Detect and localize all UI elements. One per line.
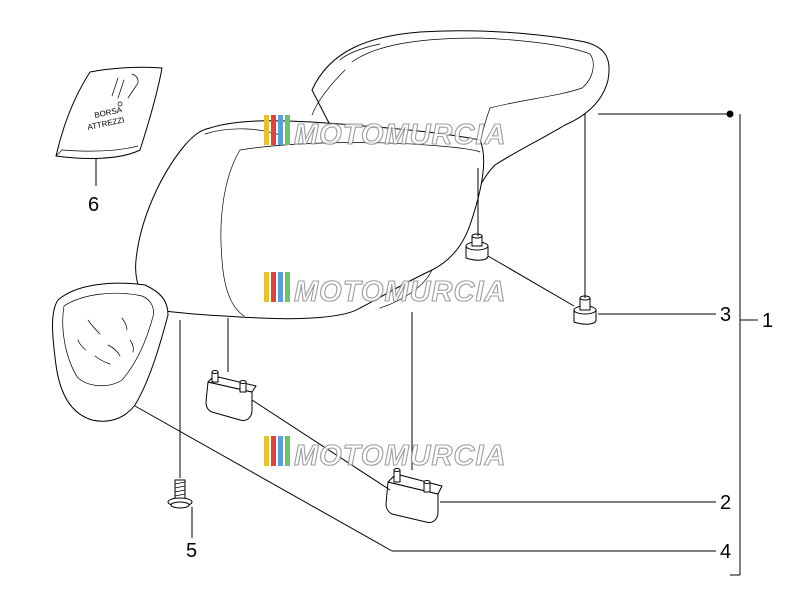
watermark-logo-stripe (285, 436, 290, 466)
watermark-logo-stripe (264, 272, 269, 302)
watermark-logo-stripe (285, 115, 290, 145)
watermark-logo-stripe (264, 115, 269, 145)
seat-assembly (135, 30, 610, 320)
seat-tray-inner-rim (62, 292, 154, 387)
watermark-logo-stripe (278, 272, 283, 302)
front-seat-side-seam (220, 149, 245, 317)
watermark-logo-stripe (285, 272, 290, 302)
watermark-text: MOTOMURCIA (294, 119, 506, 151)
rear-seat-top-seam (351, 37, 594, 109)
watermark-logo-stripe (271, 436, 276, 466)
watermark-text: MOTOMURCIA (294, 276, 506, 308)
assembly-lines (95, 114, 586, 491)
watermark-logo-stripe (278, 436, 283, 466)
seat-tray-body (52, 282, 169, 422)
callout-2: 2 (720, 492, 731, 514)
bracket-dot (726, 110, 734, 118)
callout-labels: 1 3 2 4 5 6 (88, 194, 773, 563)
callout-5: 5 (186, 540, 197, 562)
rubber-buffer-lower (573, 295, 597, 325)
watermark-logo-stripe (278, 115, 283, 145)
watermark-logo-stripe (271, 115, 276, 145)
rubber-buffer-upper (465, 233, 489, 261)
callout-leaders (134, 110, 758, 576)
callout-1: 1 (762, 310, 773, 332)
watermark-text: MOTOMURCIA (294, 440, 506, 472)
seat-tray (52, 282, 169, 422)
watermark-top: MOTOMURCIA (264, 115, 506, 152)
brand-mark-icon (117, 101, 123, 107)
wrench-icon (111, 73, 139, 99)
watermark-bottom: MOTOMURCIA (264, 436, 506, 473)
screw (167, 479, 193, 509)
watermark-logo-stripe (271, 272, 276, 302)
seat-hinge-right (385, 468, 443, 523)
tool-bag: BORSA ATTREZZI (55, 66, 163, 159)
tool-bag-body (55, 66, 163, 159)
watermark-logo-stripe (264, 436, 269, 466)
seat-hinge-left (205, 370, 257, 421)
callout-3: 3 (720, 304, 731, 326)
watermark-middle: MOTOMURCIA (264, 272, 506, 309)
callout-4: 4 (720, 541, 731, 563)
callout-6: 6 (88, 194, 99, 216)
